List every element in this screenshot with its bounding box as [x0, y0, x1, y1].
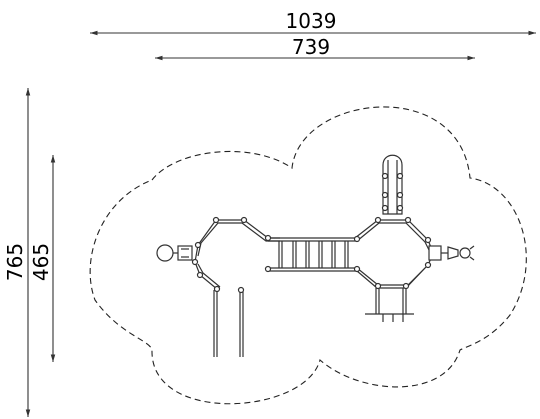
left-poles: [213, 286, 245, 357]
right-lower-rail-inner: [356, 267, 426, 289]
left-accessory: [156, 244, 193, 262]
dimension-overall-depth: 765: [3, 88, 31, 417]
right-upper-rail: [354, 219, 433, 251]
left-lower-rail-inner: [197, 263, 221, 288]
safety-zone-outline: [89, 106, 527, 405]
dimension-overall-width: 1039: [90, 9, 536, 36]
joint-nodes: [191, 216, 432, 293]
overall-width-label: 1039: [286, 9, 337, 33]
ladder-bridge: [268, 237, 357, 272]
right-bottom-posts: [365, 288, 414, 322]
right-accessory: [428, 245, 475, 261]
overall-depth-label: 765: [3, 243, 27, 281]
right-upper-rail-inner: [356, 222, 430, 251]
dimension-equipment-depth: 465: [29, 155, 56, 362]
equipment-width-label: 739: [292, 35, 330, 59]
tower-slide: [381, 154, 404, 215]
play-structure: [156, 154, 475, 357]
dimension-equipment-width: 739: [155, 35, 475, 61]
equipment-depth-label: 465: [29, 243, 53, 281]
